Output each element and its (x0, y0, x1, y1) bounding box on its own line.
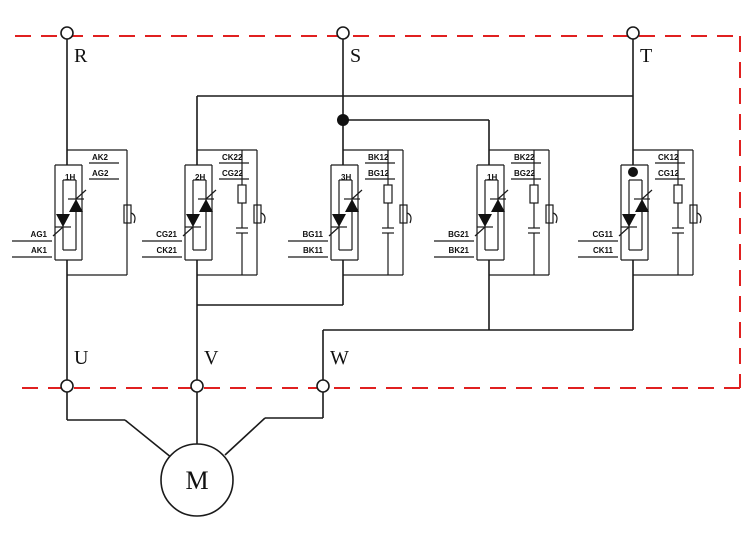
motor-label: M (185, 466, 208, 495)
module-id-label: 3H (341, 173, 351, 182)
resistor (673, 184, 683, 204)
terminal-T (626, 26, 640, 40)
module-id-label: 2H (195, 173, 205, 182)
thyristor-up (491, 199, 505, 212)
thyristor-down (56, 214, 70, 227)
coil (399, 204, 408, 224)
terminal-label-S: S (350, 45, 361, 67)
coil (545, 204, 554, 224)
thyristor-up (69, 199, 83, 212)
supply-wiring (66, 39, 634, 165)
module-gate-label: BG22 (514, 169, 535, 178)
module-gate-label: CG22 (222, 169, 243, 178)
resistor (529, 184, 539, 204)
terminal-S (336, 26, 350, 40)
output-wiring (66, 260, 634, 382)
terminal-label-U: U (74, 347, 89, 369)
terminal-label-W: W (330, 347, 349, 369)
module-lower-label-2: CK21 (157, 246, 178, 255)
terminal-V (190, 379, 204, 393)
module-lower-label-1: BG21 (448, 230, 469, 239)
module-gate-label: AG2 (92, 169, 109, 178)
module-frame (578, 149, 702, 276)
module-gate-label: BG12 (368, 169, 389, 178)
module-lower-label-1: BG11 (303, 230, 324, 239)
module-top-label: BK12 (368, 153, 389, 162)
resistor (237, 184, 247, 204)
junction-dot (628, 167, 638, 177)
module-lower-label-2: CK11 (593, 246, 614, 255)
module-top-label: CK22 (222, 153, 243, 162)
terminal-label-T: T (640, 45, 652, 67)
motor: M (66, 392, 324, 517)
module-lower-label-2: AK1 (31, 246, 48, 255)
module-lower-label-1: CG11 (593, 230, 614, 239)
terminal-label-V: V (204, 347, 219, 369)
coil (123, 204, 132, 224)
module-id-label: 1H (487, 173, 497, 182)
module-lower-label-2: BK21 (449, 246, 470, 255)
module-frame (288, 149, 412, 276)
module-frame (434, 149, 558, 276)
thyristor-down (622, 214, 636, 227)
module-boundary (15, 35, 741, 389)
module-lower-label-1: CG21 (156, 230, 177, 239)
resistor (383, 184, 393, 204)
thyristor-up (199, 199, 213, 212)
coil (689, 204, 698, 224)
module-top-label: CK12 (658, 153, 679, 162)
module-id-label: 1H (65, 173, 75, 182)
thyristor-up (345, 199, 359, 212)
module-lower-label-1: AG1 (31, 230, 48, 239)
module-top-label: AK2 (92, 153, 109, 162)
input-terminals: R S T (60, 26, 652, 67)
terminal-label-R: R (74, 45, 88, 67)
module-frame (142, 149, 266, 276)
module-lower-label-2: BK11 (303, 246, 324, 255)
terminal-W (316, 379, 330, 393)
motor-circle (160, 443, 234, 517)
thyristor-up (635, 199, 649, 212)
junction-dot (337, 114, 349, 126)
coil (253, 204, 262, 224)
thyristor-down (332, 214, 346, 227)
output-terminals: U V W (60, 347, 349, 393)
thyristor-down (478, 214, 492, 227)
module-frame (12, 149, 136, 276)
terminal-U (60, 379, 74, 393)
module-top-label: BK22 (514, 153, 535, 162)
thyristor-down (186, 214, 200, 227)
module-gate-label: CG12 (658, 169, 679, 178)
terminal-R (60, 26, 74, 40)
